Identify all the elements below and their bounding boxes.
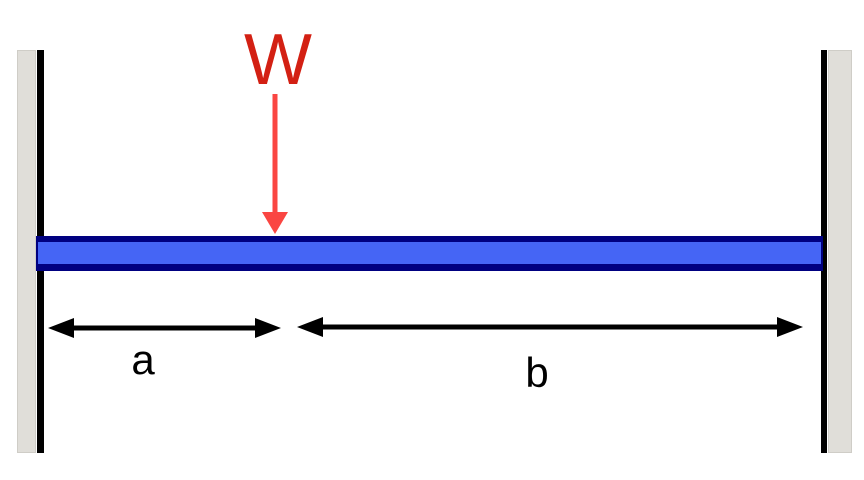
dimension-arrow-a-icon	[48, 318, 281, 338]
load-arrow-down-icon	[262, 94, 288, 234]
dim-a-right-head	[255, 318, 281, 338]
right-wall-hatch	[828, 50, 852, 453]
dimension-label-a: a	[131, 336, 155, 383]
dimension-arrow-b-icon	[297, 317, 803, 337]
left-wall-hatch	[17, 50, 36, 453]
dim-b-left-head	[297, 317, 323, 337]
load-arrow-head	[262, 212, 288, 234]
dimension-label-b: b	[525, 349, 549, 396]
dim-a-left-head	[48, 318, 74, 338]
dim-b-right-head	[777, 317, 803, 337]
right-wall-line	[821, 50, 827, 453]
beam	[36, 236, 823, 271]
load-label: W	[244, 20, 312, 100]
